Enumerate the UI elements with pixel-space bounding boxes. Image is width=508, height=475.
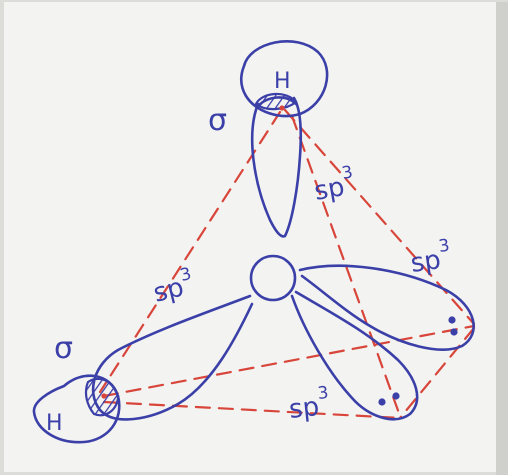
lone-pair-right [448, 316, 458, 336]
paper-sheet [4, 2, 504, 472]
edge-right-bottom [398, 326, 476, 420]
bond-points [101, 105, 285, 399]
bond-point-top [279, 105, 285, 111]
sp3-lobe-bottom [290, 290, 419, 421]
hydrogen-left-label: H [46, 411, 63, 436]
sp3-right-base: sp [409, 245, 443, 279]
sp3-bottom-base: sp [288, 392, 321, 425]
edge-left-bottom [102, 400, 402, 420]
lone-pair-bottom-dot-1 [378, 398, 386, 406]
bond-point-left [101, 393, 107, 399]
lone-pair-right-dot-2 [450, 328, 458, 336]
sp3-center-label: sp3 [311, 162, 358, 207]
sp3-right-sup: 3 [437, 236, 451, 257]
sp3-lobe-top [250, 96, 303, 238]
hydrogen-top-label: H [274, 69, 291, 94]
sigma-left-label: σ [54, 331, 73, 366]
sigma-overlap-top-hatch [254, 92, 298, 111]
sp3-center-base: sp [312, 172, 347, 207]
sp3-left-sup: 3 [178, 264, 193, 286]
lone-pair-right-dot-1 [448, 316, 456, 324]
sp3-left-base: sp [150, 272, 186, 308]
sp3-lobe-right [298, 264, 475, 351]
edge-top-bottom [290, 114, 402, 418]
sp3-right-label: sp3 [408, 236, 454, 279]
sp3-bottom-label: sp3 [287, 383, 332, 425]
central-atom-circle [249, 254, 297, 302]
lone-pair-bottom [378, 392, 400, 406]
hydrogen-top-circle [239, 40, 329, 118]
sp3-left-label: sp3 [149, 264, 197, 309]
paper-edge-shadow [496, 2, 508, 475]
orbital-ink [32, 40, 475, 444]
lone-pair-bottom-dot-2 [392, 392, 400, 400]
sp3-center-sup: 3 [340, 162, 354, 184]
sp3-bottom-sup: 3 [317, 383, 330, 404]
sigma-top-label: σ [208, 103, 227, 138]
edge-left-right [102, 324, 476, 398]
